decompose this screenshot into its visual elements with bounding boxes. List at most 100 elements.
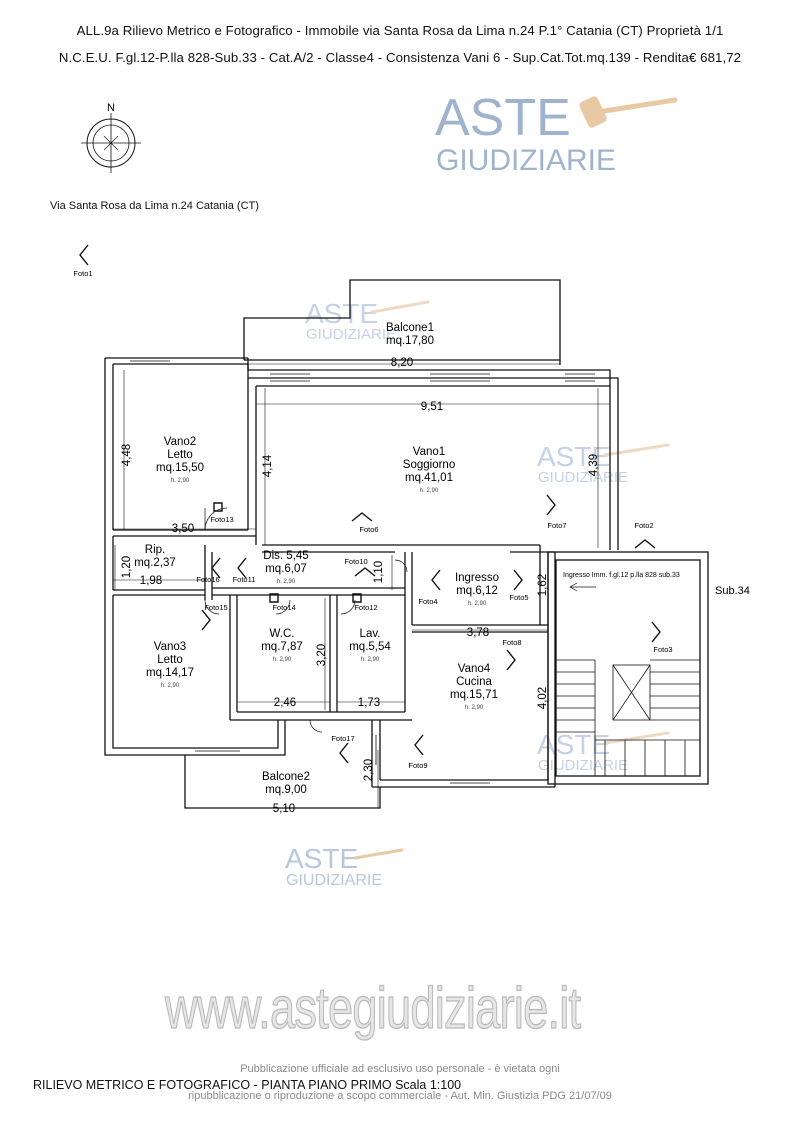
photo-marker-16: Foto16 — [196, 557, 221, 584]
photo-label: Foto4 — [418, 597, 437, 606]
room-label-line: mq.5,54 — [349, 641, 391, 653]
room-label-line: mq.41,01 — [405, 472, 453, 484]
compass-north: N — [107, 102, 115, 114]
photo-marker-6: Foto6 — [351, 512, 379, 534]
photo-label: Foto15 — [204, 603, 227, 612]
camera-angle-icon — [651, 621, 661, 643]
sub34-label: Sub.34 — [715, 585, 750, 597]
room-height: h. 2,90 — [420, 488, 439, 494]
camera-angle-icon — [213, 502, 223, 512]
gavel-icon — [579, 96, 678, 128]
photo-marker-14: Foto14 — [269, 593, 296, 612]
aste-logo-word: GIUDIZIARIE — [306, 326, 396, 343]
dimension-label: 2,30 — [363, 759, 375, 781]
room-label-line: Vano2 — [164, 436, 196, 448]
room-label-line: Letto — [157, 654, 183, 666]
photo-marker-7: Foto7 — [546, 494, 567, 530]
room-lav: Lav.mq.5,54 h. 2,90 — [349, 628, 391, 663]
staircase — [556, 659, 700, 776]
room-label-line: Vano4 — [458, 663, 491, 675]
aste-logo-mid-1: ASTE GIUDIZIARIE — [305, 298, 430, 343]
aste-logo-top: ASTE GIUDIZIARIE — [435, 89, 678, 177]
room-label-line: Ingresso — [455, 572, 499, 584]
dimension-label: 1,20 — [121, 556, 133, 578]
photo-marker-3: Foto3 — [651, 621, 673, 654]
aste-logo-word: GIUDIZIARIE — [538, 469, 628, 486]
photo-label: Foto12 — [354, 603, 377, 612]
camera-angle-icon — [237, 557, 247, 579]
dimension-label: 2,46 — [274, 697, 296, 709]
room-label-line: Vano3 — [154, 641, 186, 653]
aste-logo-word-top: ASTE — [435, 89, 571, 147]
camera-angle-icon — [352, 593, 362, 603]
dimension-label: 4,48 — [121, 444, 133, 466]
stair-entry-label: Ingresso Imm. f.gl.12 p.lla 828 sub.33 — [563, 572, 680, 579]
aste-logo-word: GIUDIZIARIE — [538, 757, 628, 774]
compass-icon: N — [81, 102, 141, 173]
photo-marker-17: Foto17 — [331, 734, 355, 764]
dimension-label: 1,10 — [373, 561, 385, 583]
photo-label: Foto1 — [73, 269, 92, 278]
camera-angle-icon — [513, 569, 523, 591]
dimension-label: 5,10 — [273, 803, 295, 815]
camera-angle-icon — [634, 539, 656, 549]
room-label-line: Lav. — [360, 628, 381, 640]
gavel-icon — [603, 443, 670, 457]
photo-marker-4: Foto4 — [418, 569, 441, 606]
photo-marker-1: Foto1 — [73, 244, 93, 278]
room-label-line: Vano1 — [413, 446, 445, 458]
room-label-line: mq.6,07 — [265, 563, 307, 575]
windows — [130, 360, 595, 784]
room-wc: W.C.mq.7,87h. 2,90 — [261, 628, 303, 663]
doors — [204, 507, 408, 733]
room-label-line: mq.15,71 — [450, 689, 498, 701]
footer-title: RILIEVO METRICO E FOTOGRAFICO - PIANTA P… — [33, 1078, 462, 1092]
camera-angle-icon — [339, 742, 349, 764]
photo-label: Foto10 — [344, 557, 367, 566]
dimension-label: 4,02 — [537, 687, 549, 709]
aste-logo-word: ASTE — [305, 298, 378, 329]
dimension-label: 9,51 — [421, 401, 443, 413]
dimension-label: 3,20 — [316, 644, 328, 666]
photo-label: Foto14 — [272, 603, 295, 612]
photo-label: Foto8 — [502, 638, 521, 647]
room-label-line: Balcone2 — [262, 771, 310, 783]
room-label-line: Dis. 5,45 — [263, 550, 308, 562]
room-height: h. 2,90 — [277, 579, 296, 585]
camera-angle-icon — [546, 494, 556, 516]
gavel-icon — [353, 848, 404, 860]
room-height: h. 2,90 — [171, 478, 190, 484]
room-height: h. 2,90 — [361, 657, 380, 663]
photo-marker-11: Foto11 — [233, 557, 256, 584]
room-label-line: mq.2,37 — [134, 557, 176, 569]
camera-angle-icon — [506, 649, 516, 671]
notice-line-1: Pubblicazione ufficiale ad esclusivo uso… — [240, 1063, 560, 1075]
photo-marker-8: Foto8 — [502, 638, 522, 671]
aste-logo-word: ASTE — [285, 843, 358, 874]
dimension-lines — [113, 363, 610, 809]
room-label-line: W.C. — [270, 628, 295, 640]
aste-logo-word-bottom: GIUDIZIARIE — [436, 144, 616, 177]
photo-label: Foto3 — [653, 645, 672, 654]
photo-label: Foto11 — [233, 575, 256, 584]
dimension-label: 1,73 — [358, 697, 380, 709]
camera-angle-icon — [201, 609, 211, 631]
header-line-2: N.C.E.U. F.gl.12-P.lla 828-Sub.33 - Cat.… — [58, 50, 742, 65]
room-label-line: Rip. — [145, 544, 165, 556]
aste-logo-bottom: ASTE GIUDIZIARIE — [285, 843, 404, 889]
gavel-icon — [370, 300, 430, 314]
aste-logo-mid-3: ASTE GIUDIZIARIE — [537, 729, 670, 774]
photo-label: Foto6 — [359, 525, 378, 534]
photo-label: Foto17 — [331, 734, 354, 743]
photo-label: Foto9 — [408, 761, 427, 770]
entry-arrow-icon — [569, 582, 596, 592]
photo-marker-12: Foto12 — [352, 593, 378, 612]
dimension-label: 4,39 — [588, 454, 600, 476]
aste-logo-word: ASTE — [537, 729, 610, 760]
